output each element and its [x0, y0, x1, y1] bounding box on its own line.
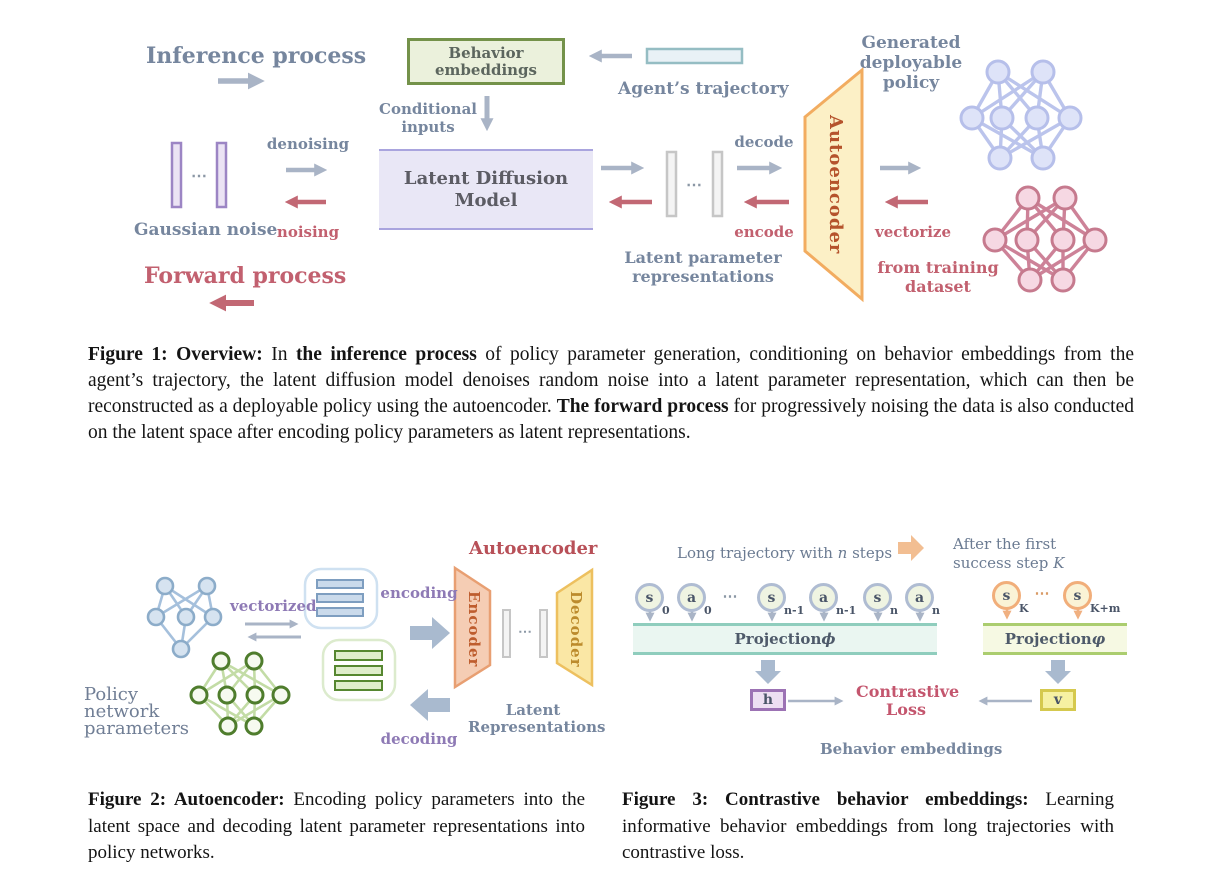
long-trajectory-label: Long trajectory with n steps — [677, 544, 893, 562]
figure1-shapes — [170, 47, 864, 303]
decoder-vertical-label: Decoder — [567, 590, 585, 668]
noising-label: noising — [276, 223, 340, 241]
success-block-arrow — [898, 535, 924, 561]
figure3-caption: Figure 3: Contrastive behavior embedding… — [622, 789, 1115, 863]
generated-policy-label: Generated deployable policy — [859, 33, 963, 93]
inference-process-label: Inference process — [146, 43, 367, 69]
projection-down-arrow — [755, 660, 781, 684]
vector-bracket-green — [321, 638, 397, 702]
encode-label: encode — [734, 223, 794, 241]
behavior-embeddings-box: Behavior embeddings — [407, 38, 565, 85]
decoding-block-arrow — [410, 689, 450, 721]
encoder-vertical-label: Encoder — [465, 590, 483, 668]
denoising-label: denoising — [266, 135, 350, 153]
autoencoder-vertical-label: Autoencoder — [825, 115, 846, 255]
vector-bar-green — [334, 680, 383, 691]
fig2-latent-dots: ⋯ — [518, 624, 532, 640]
v-embedding-box: v — [1040, 689, 1076, 711]
figure3-shapes — [645, 535, 1083, 706]
latent-representation-bar — [665, 150, 678, 218]
conditional-inputs-label: Conditional inputs — [379, 100, 477, 136]
from-training-label: from training dataset — [877, 258, 999, 296]
latent-representation-bar — [711, 150, 724, 218]
autoencoder-trapezoid — [803, 66, 864, 303]
gaussian-dots: ⋯ — [191, 166, 207, 185]
projection-varphi-box: Projection φ — [983, 623, 1127, 655]
vector-bracket-blue — [303, 567, 379, 630]
forward-process-label: Forward process — [144, 263, 347, 289]
agent-trajectory-bar — [645, 47, 744, 65]
behavior-embeddings-line: Behavior — [448, 43, 524, 62]
vectorize-label: vectorize — [875, 223, 951, 241]
generated-policy-network-blue — [959, 59, 1083, 171]
vector-bar-green — [334, 665, 383, 676]
training-policy-network-pink — [982, 185, 1108, 293]
encoding-block-arrow — [410, 617, 450, 649]
encoder-trapezoid — [453, 565, 492, 690]
projection-phi-box: Projection ϕ — [633, 623, 937, 655]
latent-bar — [539, 609, 548, 658]
vector-bar-blue — [316, 607, 364, 617]
gaussian-noise-bar — [170, 141, 183, 209]
after-first-success-label: After the first success step K — [953, 535, 1065, 572]
vector-bar-blue — [316, 579, 364, 589]
decoder-trapezoid — [555, 567, 594, 688]
latent-param-label: Latent parameter representations — [624, 248, 782, 286]
autoencoder-title: Autoencoder — [469, 538, 598, 559]
behavior-embeddings-footer-label: Behavior embeddings — [820, 740, 1003, 758]
neural-networks — [146, 59, 1108, 736]
h-embedding-box: h — [750, 689, 786, 711]
vectorized-label: vectorized — [230, 597, 317, 615]
projection-down-arrow — [1045, 660, 1071, 684]
decoding-label: decoding — [380, 730, 458, 748]
success-dots: ⋯ — [1034, 584, 1050, 602]
gaussian-noise-bar — [215, 141, 228, 209]
policy-network-parameters-label: Policy network parameters — [84, 684, 190, 739]
gaussian-noise-label: Gaussian noise — [134, 220, 278, 240]
vector-bar-green — [334, 650, 383, 661]
trajectory-dots: ⋯ — [722, 587, 738, 605]
figure1-arrows — [209, 49, 928, 312]
vector-bar-blue — [316, 593, 364, 603]
figure1-caption: Figure 1: Overview: In the inference pro… — [88, 344, 1135, 443]
latent-representations-label: Latent Representations — [468, 701, 606, 736]
latent-bars-dots: ⋯ — [686, 175, 702, 194]
policy-network-blue-small — [146, 576, 223, 659]
policy-network-green-small — [189, 651, 291, 736]
figure2-caption: Figure 2: Autoencoder: Encoding policy p… — [88, 789, 585, 863]
figure2-shapes — [245, 565, 594, 721]
latent-bar — [502, 609, 511, 658]
contrastive-loss-label: Contrastive Loss — [856, 682, 960, 719]
latent-diffusion-model-box: Latent Diffusion Model — [379, 149, 593, 230]
behavior-embeddings-line: embeddings — [435, 60, 537, 79]
decode-label: decode — [734, 133, 794, 151]
encoding-label: encoding — [380, 584, 458, 602]
agents-trajectory-label: Agent’s trajectory — [618, 79, 789, 99]
